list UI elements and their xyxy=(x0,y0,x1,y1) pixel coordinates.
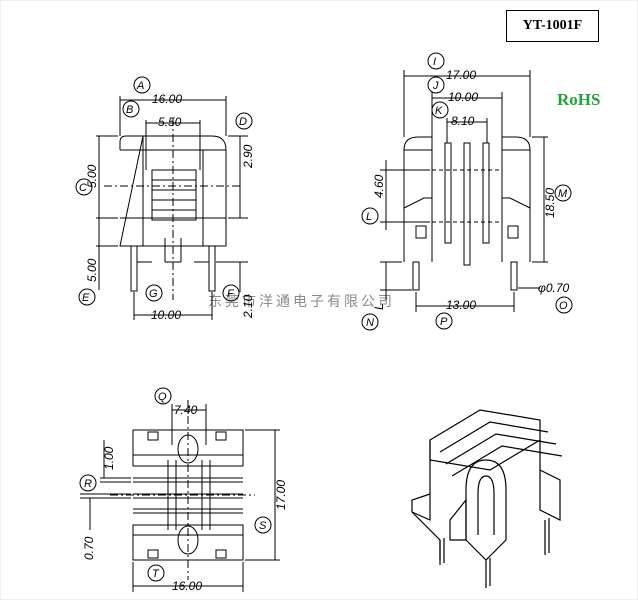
rohs-label: RoHS xyxy=(557,90,601,109)
callout-i xyxy=(427,52,445,70)
callout-f xyxy=(222,284,240,302)
callout-j xyxy=(427,76,445,94)
front-view-labels: A 16.00 B 5.50 C 5.00 D 2.90 E 5.00 G 10… xyxy=(75,76,255,322)
callout-a-letter: A xyxy=(136,80,144,92)
callout-l-letter: L xyxy=(366,211,372,223)
callout-a xyxy=(133,76,151,94)
callout-t-letter: T xyxy=(152,568,160,580)
callout-p xyxy=(435,312,453,330)
callout-t xyxy=(147,564,165,582)
callout-e xyxy=(78,288,96,306)
callout-j-letter: J xyxy=(432,80,439,92)
dim-e: 5.00 xyxy=(85,258,99,282)
callout-p-letter: P xyxy=(440,316,448,328)
dim-f: 2.10 xyxy=(241,294,255,319)
top-view-labels: Q 7.40 R 1.00 0.70 S 17.00 T 16.00 xyxy=(79,387,288,593)
dim-s: 17.00 xyxy=(274,480,288,510)
callout-d xyxy=(235,112,253,130)
company-watermark: 东莞市洋通电子有限公司 xyxy=(208,294,395,310)
part-number: YT-1001F xyxy=(522,18,583,33)
callout-r xyxy=(79,474,97,492)
dim-i: 17.00 xyxy=(446,68,476,82)
callout-c xyxy=(75,178,93,196)
front-view xyxy=(96,96,248,320)
callout-q xyxy=(154,387,172,405)
callout-r-letter: R xyxy=(84,478,92,490)
callout-e-letter: E xyxy=(82,292,90,304)
dim-o: φ0.70 xyxy=(538,281,570,295)
dim-d: 2.90 xyxy=(241,144,255,169)
dim-a: 16.00 xyxy=(152,92,182,106)
dim-n: L xyxy=(372,303,386,310)
callout-b xyxy=(122,100,140,118)
dim-l: 4.60 xyxy=(372,174,386,198)
dim-g: 10.00 xyxy=(151,308,181,322)
callout-g xyxy=(145,284,163,302)
side-view-labels: I 17.00 J 10.00 K 8.10 L 4.60 M 18.50 N … xyxy=(361,52,573,331)
isometric-view xyxy=(411,409,563,588)
callout-m-letter: M xyxy=(558,188,568,200)
callout-k-letter: K xyxy=(435,105,443,117)
dim-r: 1.00 xyxy=(102,446,116,470)
dim-j: 10.00 xyxy=(448,90,478,104)
dim-b: 5.50 xyxy=(158,115,182,129)
dim-q: 7.40 xyxy=(174,403,198,417)
callout-c-letter: C xyxy=(79,182,87,194)
callout-g-letter: G xyxy=(149,288,158,300)
callout-b-letter: B xyxy=(126,104,133,116)
callout-f-letter: F xyxy=(227,288,235,300)
callout-o xyxy=(555,296,573,314)
callout-s-letter: S xyxy=(259,520,267,532)
dim-p: 13.00 xyxy=(446,298,476,312)
callout-n xyxy=(361,313,379,331)
callout-s xyxy=(254,516,272,534)
callout-o-letter: O xyxy=(559,300,568,312)
callout-i-letter: I xyxy=(433,56,436,68)
dim-m: 18.50 xyxy=(543,188,557,218)
dim-c: 5.00 xyxy=(85,164,99,188)
callout-d-letter: D xyxy=(239,116,247,128)
callout-l xyxy=(361,207,379,225)
dim-r2: 0.70 xyxy=(82,536,96,560)
callout-m xyxy=(554,184,572,202)
dim-t: 16.00 xyxy=(172,579,202,593)
side-view xyxy=(380,70,548,312)
callout-q-letter: Q xyxy=(158,391,167,403)
dim-k: 8.10 xyxy=(451,114,475,128)
part-number-box: YT-1001F xyxy=(506,10,599,42)
top-view xyxy=(80,400,280,592)
callout-k xyxy=(431,101,449,119)
callout-n-letter: N xyxy=(366,317,374,329)
